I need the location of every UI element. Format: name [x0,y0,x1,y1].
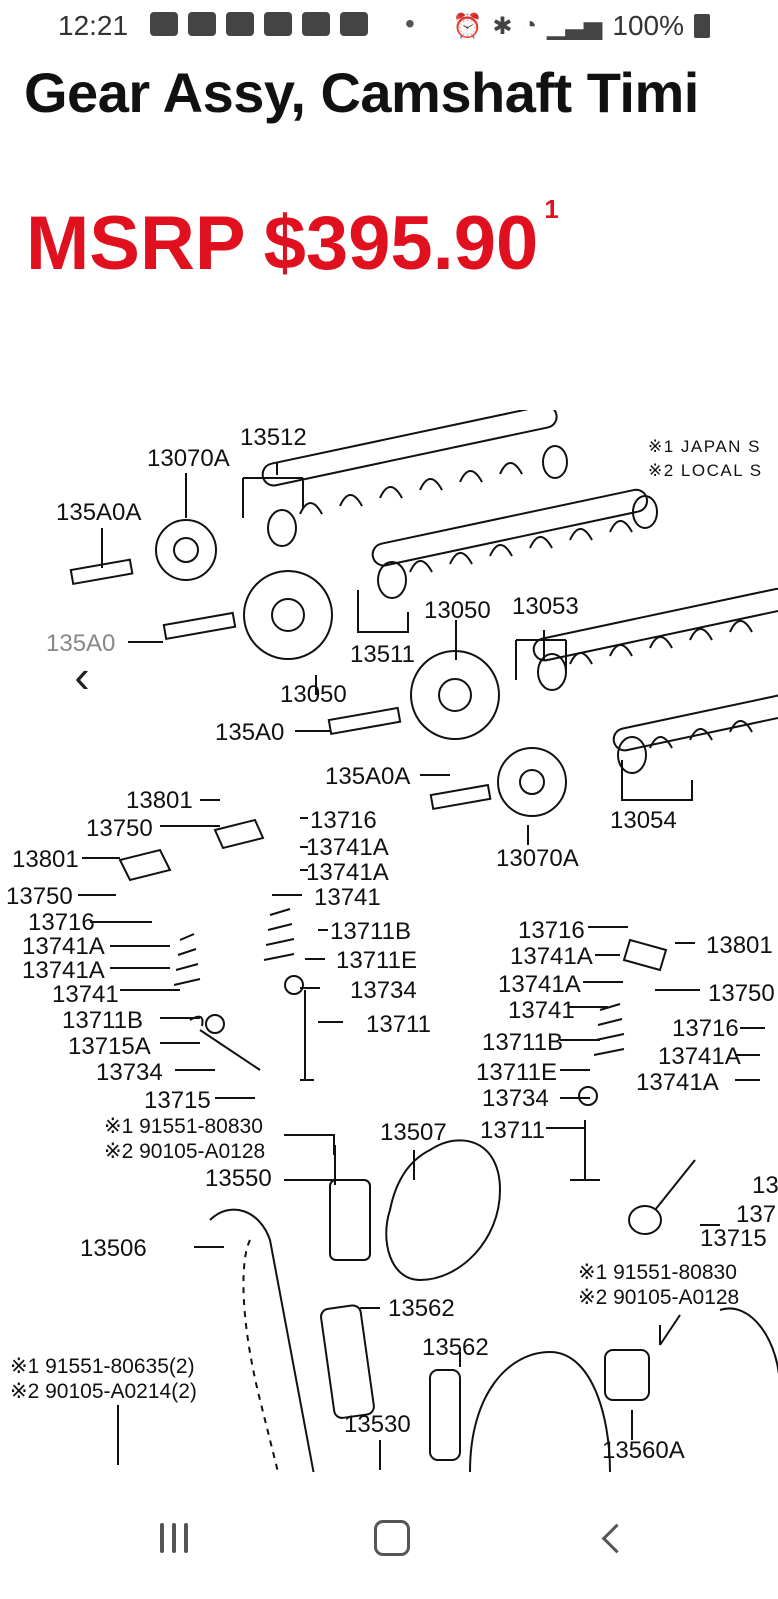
bluetooth-icon: ✱ [492,12,513,40]
part-label[interactable]: 13070A [496,845,579,872]
part-label[interactable]: 13550 [205,1165,272,1192]
camshaft-13053 [532,587,778,691]
back-icon [601,1523,631,1553]
part-label[interactable]: 135A0 [46,630,115,657]
part-label[interactable]: 13741A [510,943,593,970]
fastener-label[interactable]: ※1 91551-80830 [104,1115,263,1138]
part-label[interactable]: 13530 [344,1411,411,1438]
notification-icons [150,12,368,36]
recents-icon [160,1523,188,1553]
part-label[interactable]: 135A0A [325,763,410,790]
camshaft-13054 [612,694,778,774]
part-label[interactable]: 13715 [144,1087,211,1114]
part-label[interactable]: 13741 [52,981,119,1008]
part-label[interactable]: 13716 [310,807,377,834]
navigation-bar [0,1480,778,1599]
part-label[interactable]: 13716 [518,917,585,944]
part-label[interactable]: 13750 [86,815,153,842]
part-label[interactable]: 13562 [388,1295,455,1322]
part-label[interactable]: 135A0 [215,719,284,746]
news-icon [302,12,330,36]
camshaft-13511 [371,488,658,599]
part-label[interactable]: 13734 [482,1085,549,1112]
status-time: 12:21 [58,10,129,41]
part-label[interactable]: 13715 [700,1225,767,1252]
product-title: Gear Assy, Camshaft Timi [24,61,699,124]
part-label[interactable]: 13562 [422,1334,489,1361]
alarm-icon: ⏰ [452,12,483,40]
part-label[interactable]: 13053 [512,593,579,620]
fastener-label[interactable]: ※2 90105-A0128 [578,1286,739,1309]
part-label[interactable]: 13560A [602,1437,685,1464]
part-label[interactable]: 13506 [80,1235,147,1262]
part-label[interactable]: 13507 [380,1119,447,1146]
part-label[interactable]: 13715A [68,1033,151,1060]
youtube-icon [150,12,178,36]
chat-icon [188,12,216,36]
part-label[interactable]: 13716 [28,909,95,936]
part-label[interactable]: 13741A [306,834,389,861]
part-label[interactable]: 13741A [22,957,105,984]
home-icon [374,1520,410,1556]
part-label[interactable]: 13711B [330,918,411,945]
part-label[interactable]: 13741 [314,884,381,911]
more-notifications-dot: • [405,8,415,39]
part-label[interactable]: 13741A [498,971,581,998]
note-local: ※2 LOCAL S [648,461,763,480]
part-label[interactable]: 13734 [96,1059,163,1086]
part-label[interactable]: 13711B [482,1029,563,1056]
fastener-label[interactable]: ※1 91551-80635(2) [10,1355,195,1378]
part-label[interactable]: 13741A [636,1069,719,1096]
part-label[interactable]: 13711B [62,1007,143,1034]
battery-icon [694,14,710,38]
note-japan: ※1 JAPAN S [648,437,761,456]
part-label[interactable]: 13711E [336,947,417,974]
part-label[interactable]: 13050 [424,597,491,624]
part-label[interactable]: 13512 [240,424,307,451]
camshaft-13512 [261,410,568,547]
teams-icon [226,12,254,36]
part-label[interactable]: 13741A [22,933,105,960]
part-label[interactable]: 13750 [708,980,775,1007]
part-label[interactable]: 13750 [6,883,73,910]
price-footnote[interactable]: 1 [544,194,559,224]
part-label[interactable]: 13 [752,1172,778,1199]
part-label[interactable]: 13801 [126,787,193,814]
parts-diagram-svg: ※1 JAPAN S ※2 LOCAL S 13512 13070A 135A0… [6,410,778,1472]
part-label[interactable]: 13511 [350,641,415,668]
part-label[interactable]: 13070A [147,445,230,472]
part-label[interactable]: 13050 [280,681,347,708]
recents-button[interactable] [144,1508,204,1568]
part-label[interactable]: 137 [736,1201,776,1228]
fastener-label[interactable]: ※1 91551-80830 [578,1261,737,1284]
news-icon [340,12,368,36]
home-button[interactable] [362,1508,422,1568]
signal-icon: ▁▃▅ [547,12,603,40]
part-label[interactable]: 13054 [610,807,677,834]
part-label[interactable]: 13741 [508,997,575,1024]
price-value: $395.90 [263,201,539,286]
wifi-icon: ◔ [522,12,538,39]
part-label[interactable]: 13801 [706,932,773,959]
fastener-label[interactable]: ※2 90105-A0214(2) [10,1380,197,1403]
part-label[interactable]: 13716 [672,1015,739,1042]
part-label[interactable]: 13734 [350,977,417,1004]
part-label[interactable]: 13741A [306,859,389,886]
part-label[interactable]: 13711 [366,1011,431,1038]
part-label[interactable]: 13741A [658,1043,741,1070]
teams-icon [264,12,292,36]
price-label: MSRP [26,201,246,286]
part-label[interactable]: 13711E [476,1059,557,1086]
fastener-label[interactable]: ※2 90105-A0128 [104,1140,265,1163]
battery-percent: 100% [612,10,684,41]
system-icons: ⏰ ✱ ◔ ▁▃▅ 100% [452,10,710,42]
parts-diagram[interactable]: ※1 JAPAN S ※2 LOCAL S 13512 13070A 135A0… [0,410,778,1472]
part-label[interactable]: 135A0A [56,499,141,526]
part-label[interactable]: 13711 [480,1117,545,1144]
back-button[interactable] [582,1508,642,1568]
part-label[interactable]: 13801 [12,846,79,873]
previous-image-arrow-icon[interactable]: ‹ [74,650,90,702]
status-bar: 12:21 • ⏰ ✱ ◔ ▁▃▅ 100% [0,0,778,52]
